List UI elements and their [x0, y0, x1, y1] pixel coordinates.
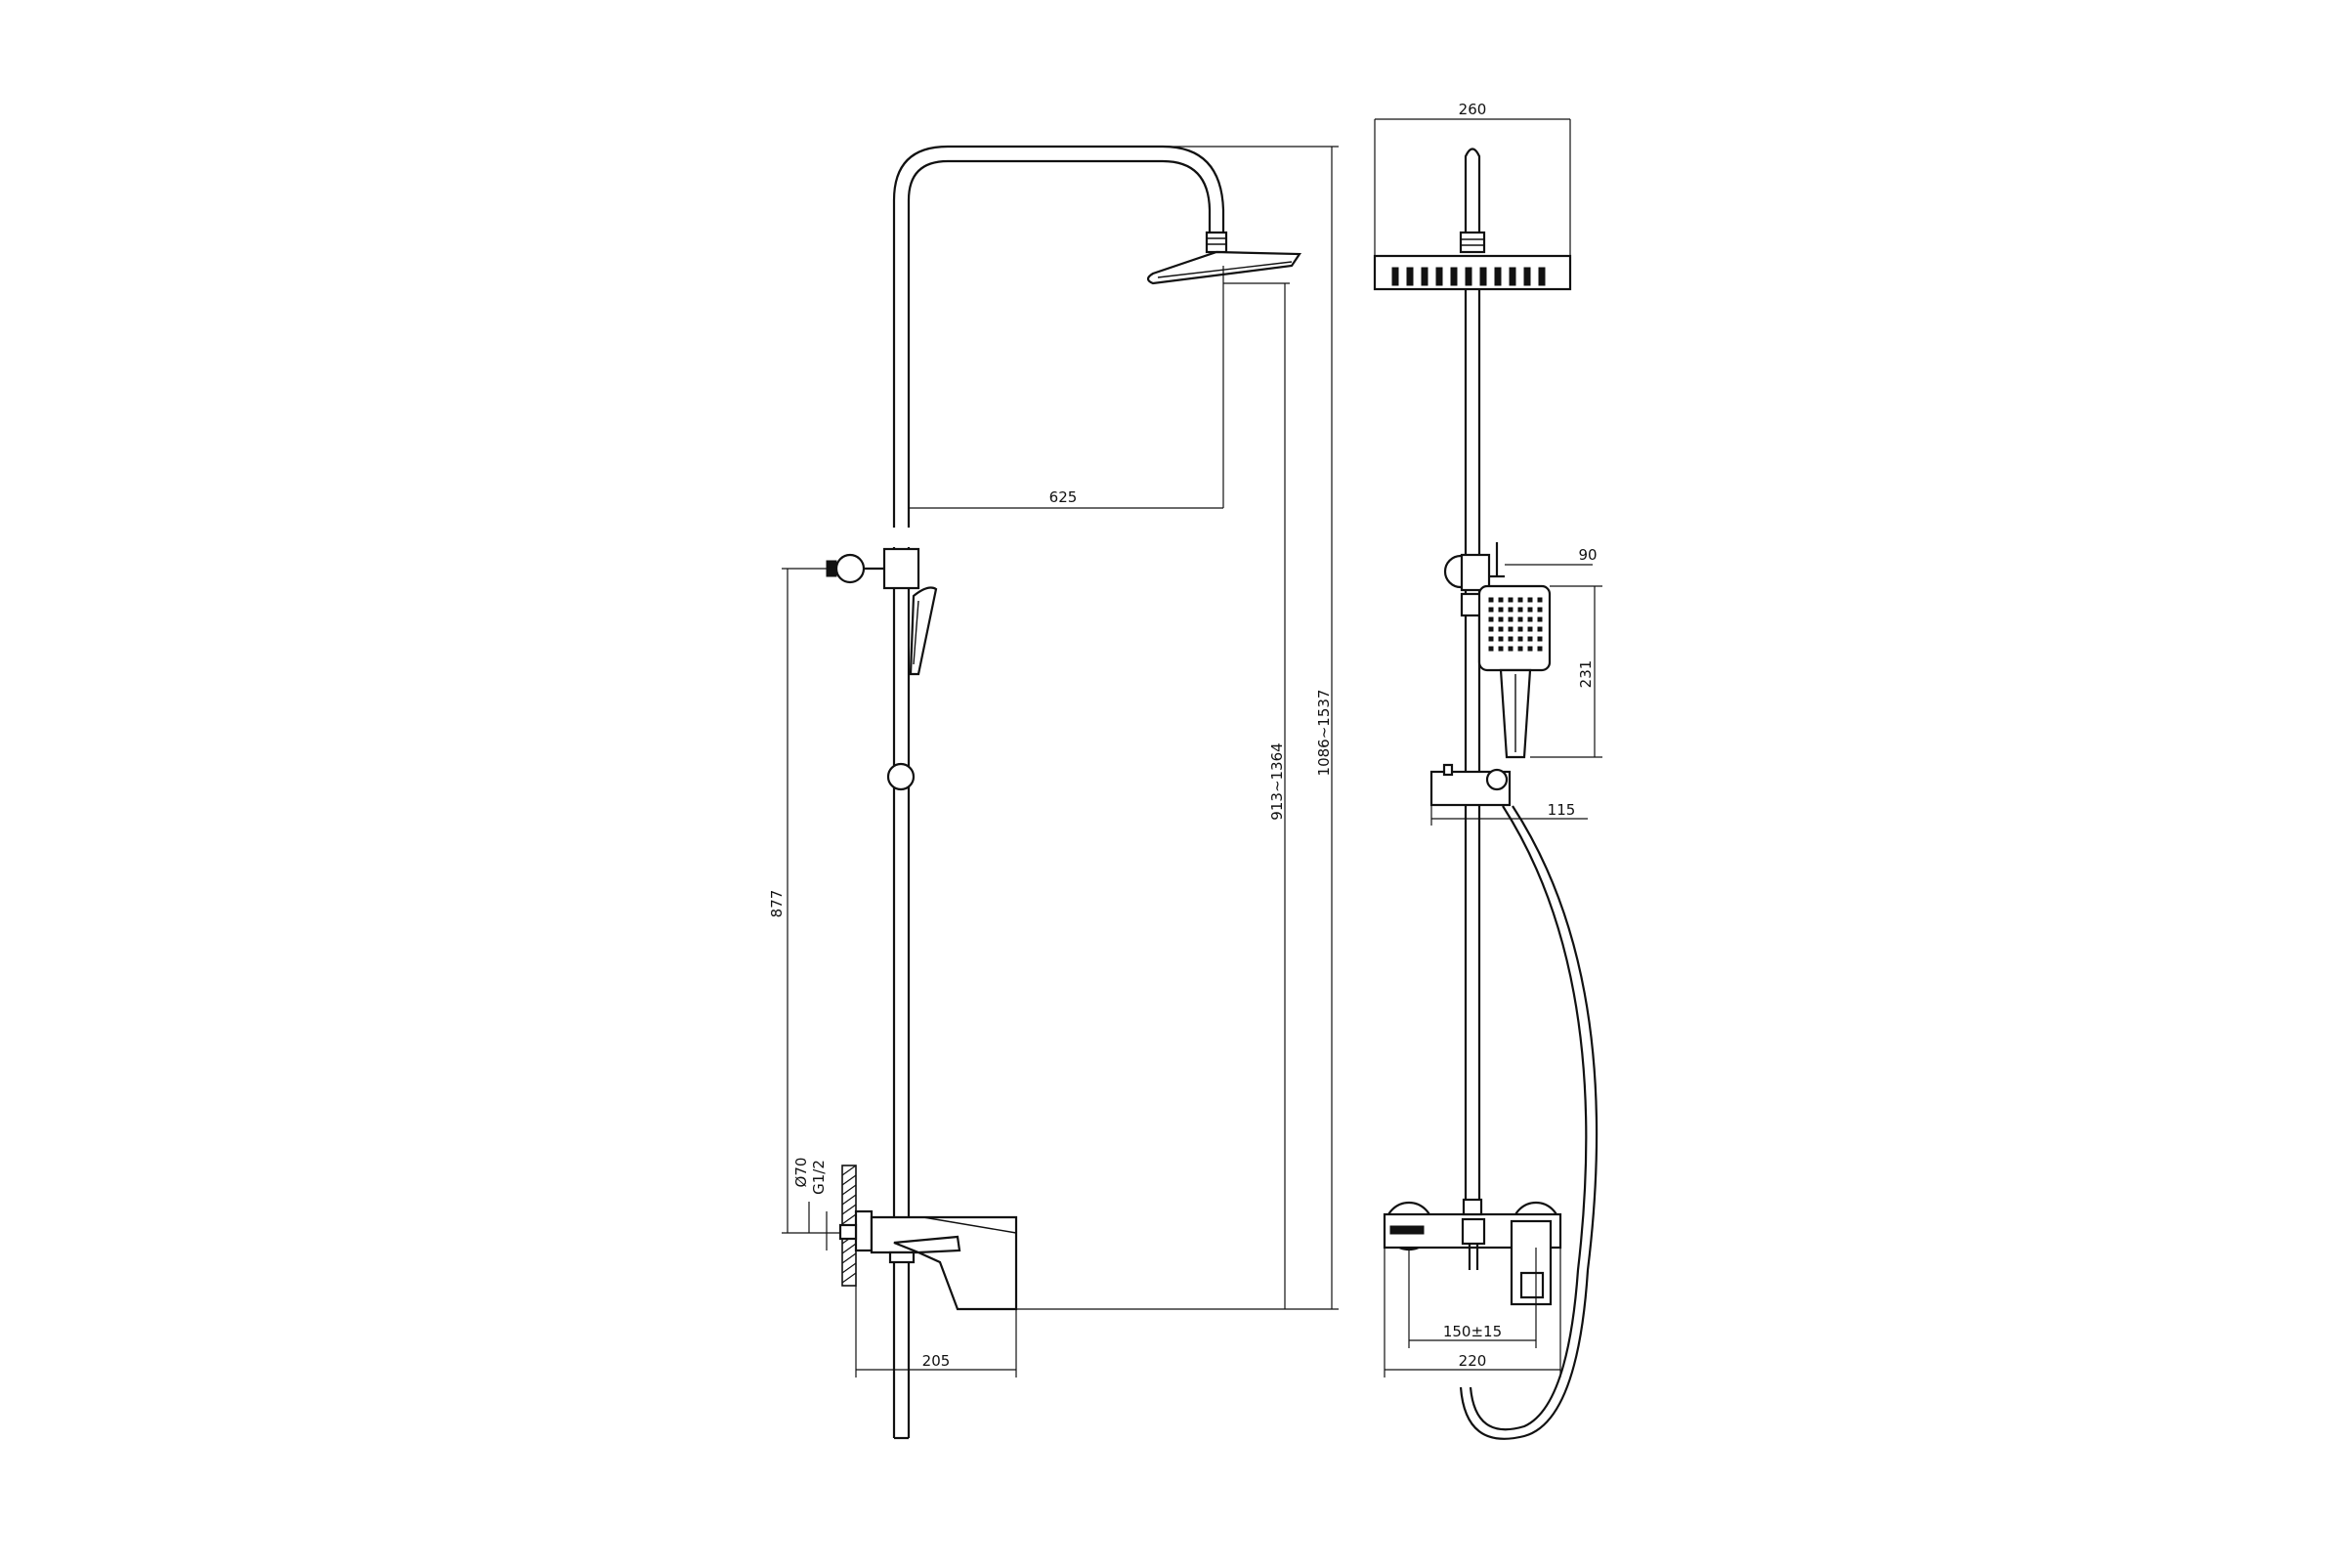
- hose: [1469, 805, 1588, 1431]
- dim-231: 231: [1530, 585, 1602, 758]
- dim-877: 877: [768, 568, 840, 1234]
- mixer-side: [838, 1165, 1018, 1311]
- dim-head-height-label: 913~1364: [1268, 742, 1286, 820]
- dim-head-height: 913~1364: [1223, 282, 1290, 1309]
- dim-877-label: 877: [768, 890, 786, 918]
- dim-205-label: 205: [922, 1352, 951, 1370]
- dim-625: 625: [909, 266, 1224, 509]
- hand-shower-front: [1477, 584, 1552, 759]
- dim-total-height-label: 1086~1537: [1315, 690, 1333, 777]
- dim-231-label: 231: [1577, 660, 1595, 689]
- front-view: 260: [1373, 101, 1602, 1440]
- dim-260: 260: [1374, 101, 1571, 256]
- side-view: 625 1086~1537 913~1364 877 Ø70 G1/2: [768, 145, 1339, 1440]
- dim-220: 220: [1384, 1248, 1561, 1377]
- riser-pipe-front: [1464, 289, 1481, 1216]
- shower-arm-front: [1459, 148, 1486, 254]
- dim-flange: Ø70 G1/2: [792, 1158, 828, 1250]
- mixer-front: [1383, 1198, 1562, 1306]
- dim-220-label: 220: [1459, 1352, 1487, 1370]
- slider-front: [1429, 763, 1512, 807]
- dim-flange-label: Ø70: [792, 1158, 810, 1188]
- dim-260-label: 260: [1459, 101, 1487, 118]
- dim-205: 205: [855, 1286, 1017, 1377]
- wall-holder-front: [1443, 542, 1505, 617]
- dim-115-label: 115: [1548, 801, 1576, 819]
- hand-shower-side: [909, 586, 938, 676]
- dim-625-label: 625: [1049, 488, 1078, 506]
- dim-150-label: 150±15: [1443, 1323, 1502, 1340]
- dim-total-height: 1086~1537: [958, 146, 1339, 1310]
- dim-90: 90: [1505, 546, 1598, 566]
- riser-pipe-side: [892, 145, 1225, 1440]
- wall-holder-side: [826, 547, 920, 590]
- dim-thread-label: G1/2: [810, 1160, 828, 1195]
- overhead-shower-head-front: [1373, 254, 1572, 291]
- dim-90-label: 90: [1578, 546, 1597, 564]
- dim-150: 150±15: [1408, 1248, 1537, 1348]
- slider-knob-side: [886, 762, 916, 791]
